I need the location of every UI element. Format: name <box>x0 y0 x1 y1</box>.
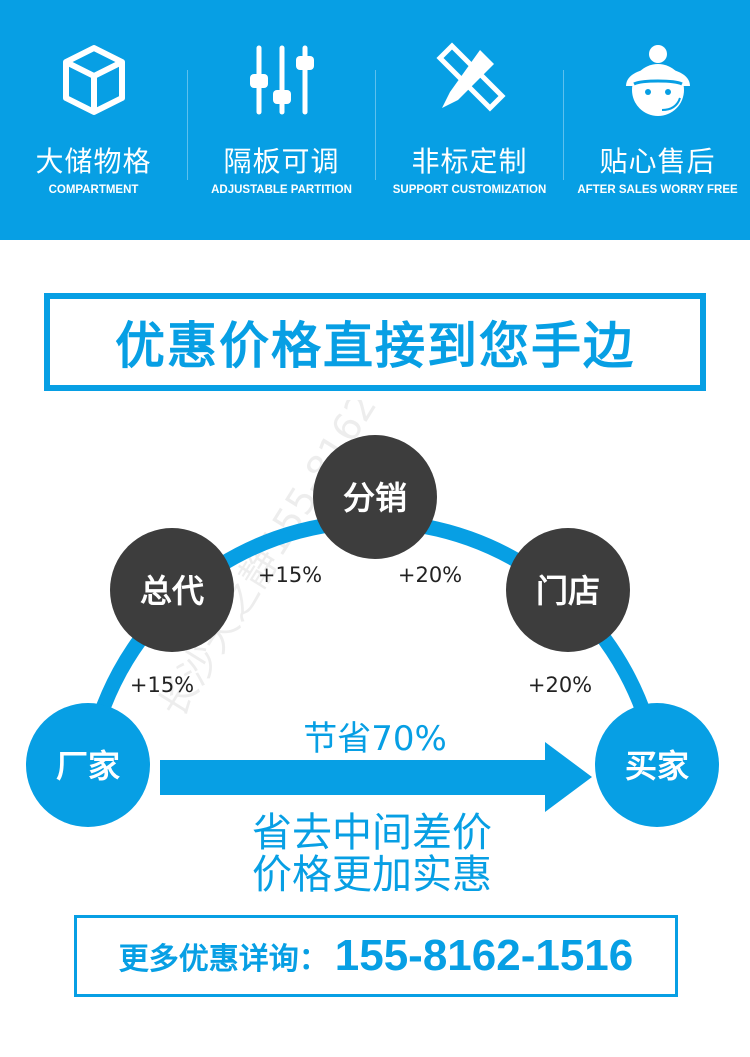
markup-label: +20% <box>398 563 462 587</box>
savings-label: 节省70% <box>303 719 447 759</box>
node-label: 买家 <box>625 747 689 785</box>
feature-partition: 隔板可调 ADJUSTABLE PARTITION <box>188 40 375 196</box>
contact-box: 更多优惠详询： 155-8162-1516 <box>74 915 678 997</box>
sliders-icon <box>249 45 314 115</box>
feature-subtitle: ADJUSTABLE PARTITION <box>211 184 352 196</box>
feature-subtitle: COMPARTMENT <box>48 184 139 196</box>
slogan-line-2: 价格更加实惠 <box>252 852 492 898</box>
markup-label: +15% <box>258 563 322 587</box>
phone-number[interactable]: 155-8162-1516 <box>334 931 634 980</box>
node-label: 厂家 <box>56 747 120 785</box>
price-chain-diagram: 长沙天之静155-8162-1516 厂家 总代 分销 门店 买家 +15% +… <box>26 400 719 898</box>
node-distributor: 分销 <box>313 435 437 559</box>
contact-label: 更多优惠详询： <box>118 942 329 977</box>
feature-compartment: 大储物格 COMPARTMENT <box>0 40 187 196</box>
feature-title: 非标定制 <box>411 145 528 178</box>
divider <box>187 70 188 180</box>
divider <box>563 70 564 180</box>
feature-after-sales: 贴心售后 AFTER SALES WORRY FREE <box>564 40 750 196</box>
node-label: 门店 <box>536 572 600 610</box>
node-label: 总代 <box>140 572 204 610</box>
markup-label: +15% <box>130 673 194 697</box>
headline-box: 优惠价格直接到您手边 <box>44 293 706 391</box>
ruler-pencil-icon <box>435 42 506 112</box>
feature-customization: 非标定制 SUPPORT CUSTOMIZATION <box>376 40 563 196</box>
slogan-line-1: 省去中间差价 <box>252 810 492 856</box>
feature-title: 大储物格 <box>35 145 152 178</box>
feature-subtitle: SUPPORT CUSTOMIZATION <box>392 184 547 196</box>
node-buyer: 买家 <box>595 703 719 827</box>
node-general-agent: 总代 <box>110 528 234 652</box>
box-icon <box>62 45 125 115</box>
feature-title: 贴心售后 <box>599 145 716 178</box>
customer-service-icon <box>625 45 690 116</box>
node-factory: 厂家 <box>26 703 150 827</box>
divider <box>375 70 376 180</box>
feature-subtitle: AFTER SALES WORRY FREE <box>577 184 738 196</box>
markup-label: +20% <box>528 673 592 697</box>
feature-title: 隔板可调 <box>223 145 340 178</box>
node-store: 门店 <box>506 528 630 652</box>
features-banner: 大储物格 COMPARTMENT 隔板可调 ADJUSTABLE PARTITI… <box>0 0 750 240</box>
savings-arrow <box>160 742 592 812</box>
headline: 优惠价格直接到您手边 <box>115 317 635 375</box>
node-label: 分销 <box>343 479 407 517</box>
